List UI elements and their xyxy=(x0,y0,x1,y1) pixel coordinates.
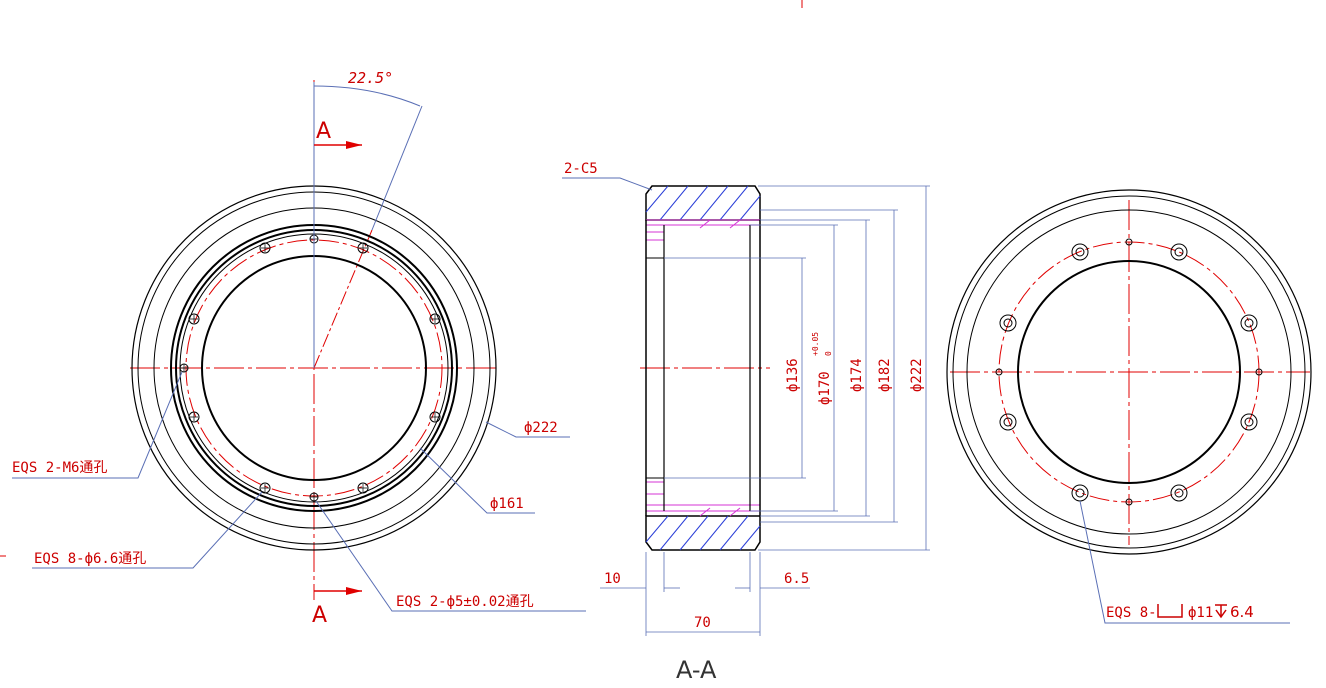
label-dim-10: 10 xyxy=(604,571,621,587)
arrowhead-icon xyxy=(346,141,362,149)
counterbore-holes xyxy=(995,238,1263,506)
hole xyxy=(259,242,271,254)
label-dia136: ф136 xyxy=(785,358,801,392)
arrowhead-icon xyxy=(346,587,362,595)
leader-chamfer xyxy=(562,177,653,191)
pitch-circle xyxy=(998,241,1260,503)
section-marker-bottom: A xyxy=(312,603,327,628)
leader-counterbore xyxy=(1079,500,1290,624)
label-dia222: ф222 xyxy=(524,420,558,436)
hole xyxy=(429,313,441,325)
label-dia170: ф170 xyxy=(817,371,833,405)
label-counterbore-prefix: EQS 8- xyxy=(1106,605,1157,621)
section-marker-top: A xyxy=(316,119,331,144)
label-m6-holes: EQS 2-M6通孔 xyxy=(12,460,107,476)
counterbore-icon xyxy=(1157,604,1183,618)
hole xyxy=(357,482,369,494)
label-counterbore-dia: ф11 xyxy=(1188,605,1213,621)
section-view: ф136 ф170 +0.05 0 ф174 ф182 ф222 2-C5 10… xyxy=(562,161,930,684)
hatch-bottom xyxy=(645,515,761,551)
outer-chamfer-circle xyxy=(952,195,1306,549)
hole xyxy=(188,411,200,423)
label-dia170-upper: +0.05 xyxy=(811,332,820,356)
label-dia170-lower: 0 xyxy=(824,351,833,356)
left-view: 22.5° A A ф222 ф161 EQS 2-M6通孔 EQS 8-ф6.… xyxy=(12,69,586,628)
label-dia161: ф161 xyxy=(490,496,524,512)
bore-circle xyxy=(1017,260,1241,484)
section-title: A-A xyxy=(676,656,717,684)
right-view: EQS 8- ф11 6.4 xyxy=(946,189,1312,624)
step-circle xyxy=(966,209,1292,535)
outer-circle xyxy=(946,189,1312,555)
label-dim-6-5: 6.5 xyxy=(784,571,809,587)
label-dia182: ф182 xyxy=(877,358,893,392)
hole xyxy=(188,313,200,325)
hatch-top-magenta xyxy=(646,219,760,241)
label-counterbore-depth: 6.4 xyxy=(1230,603,1254,621)
label-dim-70: 70 xyxy=(694,615,711,631)
hole xyxy=(259,482,271,494)
leader-pin xyxy=(315,500,586,612)
label-chamfer: 2-C5 xyxy=(564,161,598,177)
label-dia174: ф174 xyxy=(849,358,865,392)
angle-ext-line xyxy=(371,105,423,231)
label-dia222-section: ф222 xyxy=(909,358,925,392)
leader-hole66 xyxy=(32,491,263,569)
leader-dia222 xyxy=(485,421,570,438)
depth-icon xyxy=(1215,604,1227,619)
angle-label: 22.5° xyxy=(348,69,393,87)
angle-arc xyxy=(313,85,421,107)
hatch-top xyxy=(645,185,761,221)
width-dims xyxy=(600,552,810,636)
hatch-bottom-magenta xyxy=(646,481,760,517)
bolt-holes xyxy=(179,234,441,502)
leader-m6 xyxy=(12,371,183,479)
dia-dims xyxy=(664,185,930,551)
label-pin-holes: EQS 2-ф5±0.02通孔 xyxy=(396,594,534,610)
hole xyxy=(357,242,369,254)
hole xyxy=(429,411,441,423)
label-hole-66: EQS 8-ф6.6通孔 xyxy=(34,551,146,567)
leader-dia161 xyxy=(419,447,535,514)
